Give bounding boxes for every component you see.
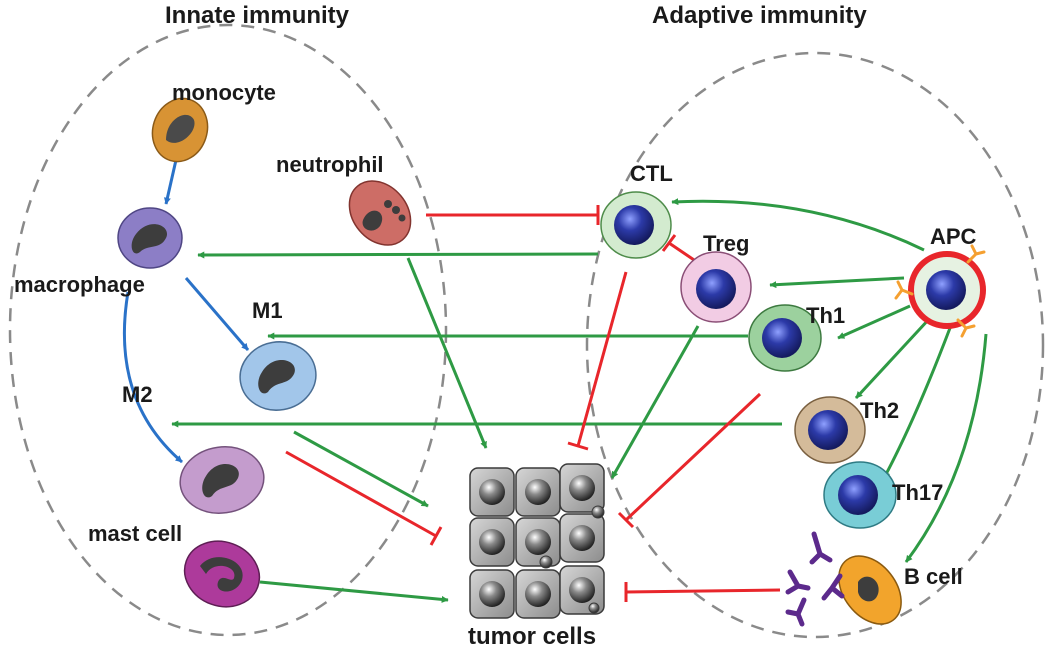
tumor-cluster [469,463,605,619]
antibody-inhibits-tumor [624,582,781,602]
m2-inhibits-tumor [285,450,443,546]
th17-label: Th17 [892,480,943,505]
mast-cell [183,540,261,608]
apc-to-th2-arrow [854,316,932,400]
innate-immunity-title: Innate immunity [165,2,350,29]
monocyte-label: monocyte [172,80,276,105]
th1-label: Th1 [806,303,845,328]
tumor-bubble [591,505,605,519]
macrophage-to-m1-arrow [184,277,250,351]
th2-cell [794,396,866,464]
mast-cell-to-tumor-arrow [259,580,449,603]
macrophage-label: macrophage [14,272,145,297]
tumor-cell [469,467,515,517]
tumor-cell [559,463,605,513]
tumor-cell [515,517,561,567]
treg-cell [680,251,752,323]
neutrophil-to-tumor-arrow [406,257,488,449]
tumor-bubble [588,602,600,614]
apc-to-th1-arrow [837,304,911,340]
tumor-cell [469,517,515,567]
b-cell [838,555,902,625]
apc-receptor-icons [894,244,986,338]
monocyte-cell [151,97,209,163]
neutrophil-label: neutrophil [276,152,384,177]
treg-to-tumor-arrow [610,325,700,479]
ctl-label: CTL [630,161,673,186]
antibody-icons [785,531,845,627]
b-cell-label: B cell [904,564,963,589]
tumor-cell [469,569,515,619]
m1-cell [239,341,317,411]
apc-cell [894,244,986,338]
macrophage-cell [117,207,183,269]
neutrophil-inhibits-ctl [426,205,600,225]
mast-cell-label: mast cell [88,521,182,546]
th2-label: Th2 [860,398,899,423]
adaptive-region-boundary [585,51,1045,639]
apc-label: APC [930,224,977,249]
macrophage-to-m2-arrow [122,291,183,464]
m2-label: M2 [122,382,153,407]
tumor-cell [515,467,561,517]
ctl-inhibits-tumor [567,271,628,451]
treg-label: Treg [703,231,749,256]
m2-cell [179,446,265,514]
apc-to-ctl-arrow [671,198,925,252]
ctl-cell [600,191,672,259]
apc-to-b-cell-arrow [904,333,988,563]
tumor-bubble [539,555,553,569]
innate-region-boundary [8,23,448,637]
tumor-cell [515,569,561,619]
adaptive-immunity-title: Adaptive immunity [652,2,867,29]
th1-cell [748,304,822,372]
tumor-cell [559,513,605,563]
apc-to-treg-arrow [769,276,905,289]
tumor-cell [559,565,605,615]
monocyte-to-macrophage-arrow [163,159,178,205]
neutrophil-cell [348,180,412,246]
interaction-arrows [122,159,988,603]
ctl-to-macrophage-arrow [197,251,599,259]
m2-to-tumor-arrow [293,430,429,508]
tumor-cells-label: tumor cells [468,623,596,649]
th1-inhibits-tumor [617,392,762,529]
apc-to-th17-arrow [882,327,952,479]
m1-label: M1 [252,298,283,323]
th17-cell [823,461,897,529]
